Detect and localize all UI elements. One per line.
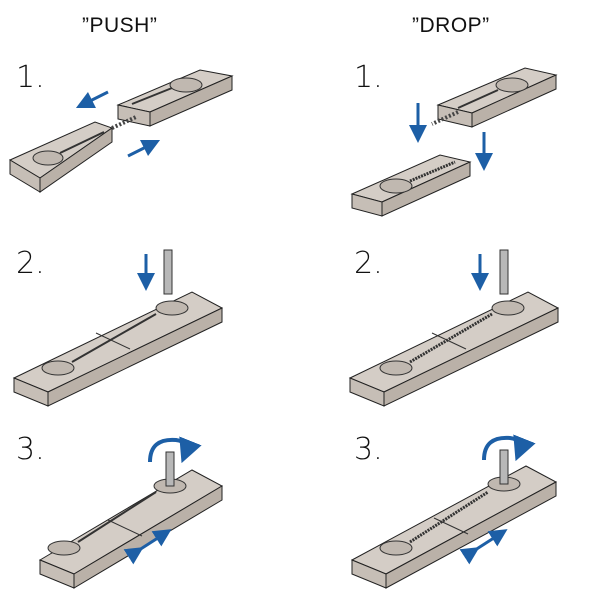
drop-step-3-diagram <box>350 434 558 589</box>
pin-icon <box>165 451 175 487</box>
double-arrow-icon <box>123 529 172 565</box>
rack <box>431 110 459 126</box>
push-step-2-label: 2. <box>16 246 45 281</box>
arrow-left-icon <box>75 90 109 109</box>
channel <box>77 491 157 543</box>
push-step-3-label: 3. <box>16 432 45 467</box>
pin-icon <box>163 249 173 295</box>
drop-step-2-label: 2. <box>354 246 383 281</box>
disc <box>169 77 203 93</box>
seam <box>95 332 131 350</box>
rack <box>409 490 489 544</box>
block <box>348 291 560 407</box>
seam <box>431 332 467 350</box>
disc <box>495 77 529 93</box>
double-arrow-icon <box>459 529 508 565</box>
disc <box>379 178 413 194</box>
channel <box>71 313 157 363</box>
drop-step-1-diagram <box>350 67 558 217</box>
block <box>38 469 224 589</box>
push-column-title: ”PUSH” <box>82 14 158 37</box>
drop-step-3-label: 3. <box>354 432 383 467</box>
channel <box>457 89 499 109</box>
push-step-2-diagram <box>12 249 224 407</box>
rack <box>111 115 137 130</box>
disc <box>491 300 525 316</box>
disc <box>155 300 189 316</box>
disc <box>32 150 64 166</box>
push-step-3-diagram <box>38 436 224 589</box>
pin-icon <box>499 449 509 485</box>
drop-column-title: ”DROP” <box>412 14 490 37</box>
rotate-arrow-icon <box>148 436 202 464</box>
rack <box>409 160 456 183</box>
drop-step-2-diagram <box>348 249 560 407</box>
disc <box>379 360 413 376</box>
channel <box>131 87 173 105</box>
channel <box>59 131 105 154</box>
disc <box>47 540 81 556</box>
push-step-1-diagram <box>8 69 234 193</box>
rack <box>409 312 493 364</box>
block <box>436 67 558 128</box>
rotate-arrow-icon <box>482 434 536 462</box>
disc <box>41 360 75 376</box>
block <box>116 69 234 127</box>
drop-step-1-label: 1. <box>354 60 383 95</box>
push-step-1-label: 1. <box>16 60 45 95</box>
disc <box>379 540 413 556</box>
arrow-right-icon <box>127 139 161 158</box>
pin-icon <box>499 249 509 295</box>
block <box>12 291 224 407</box>
